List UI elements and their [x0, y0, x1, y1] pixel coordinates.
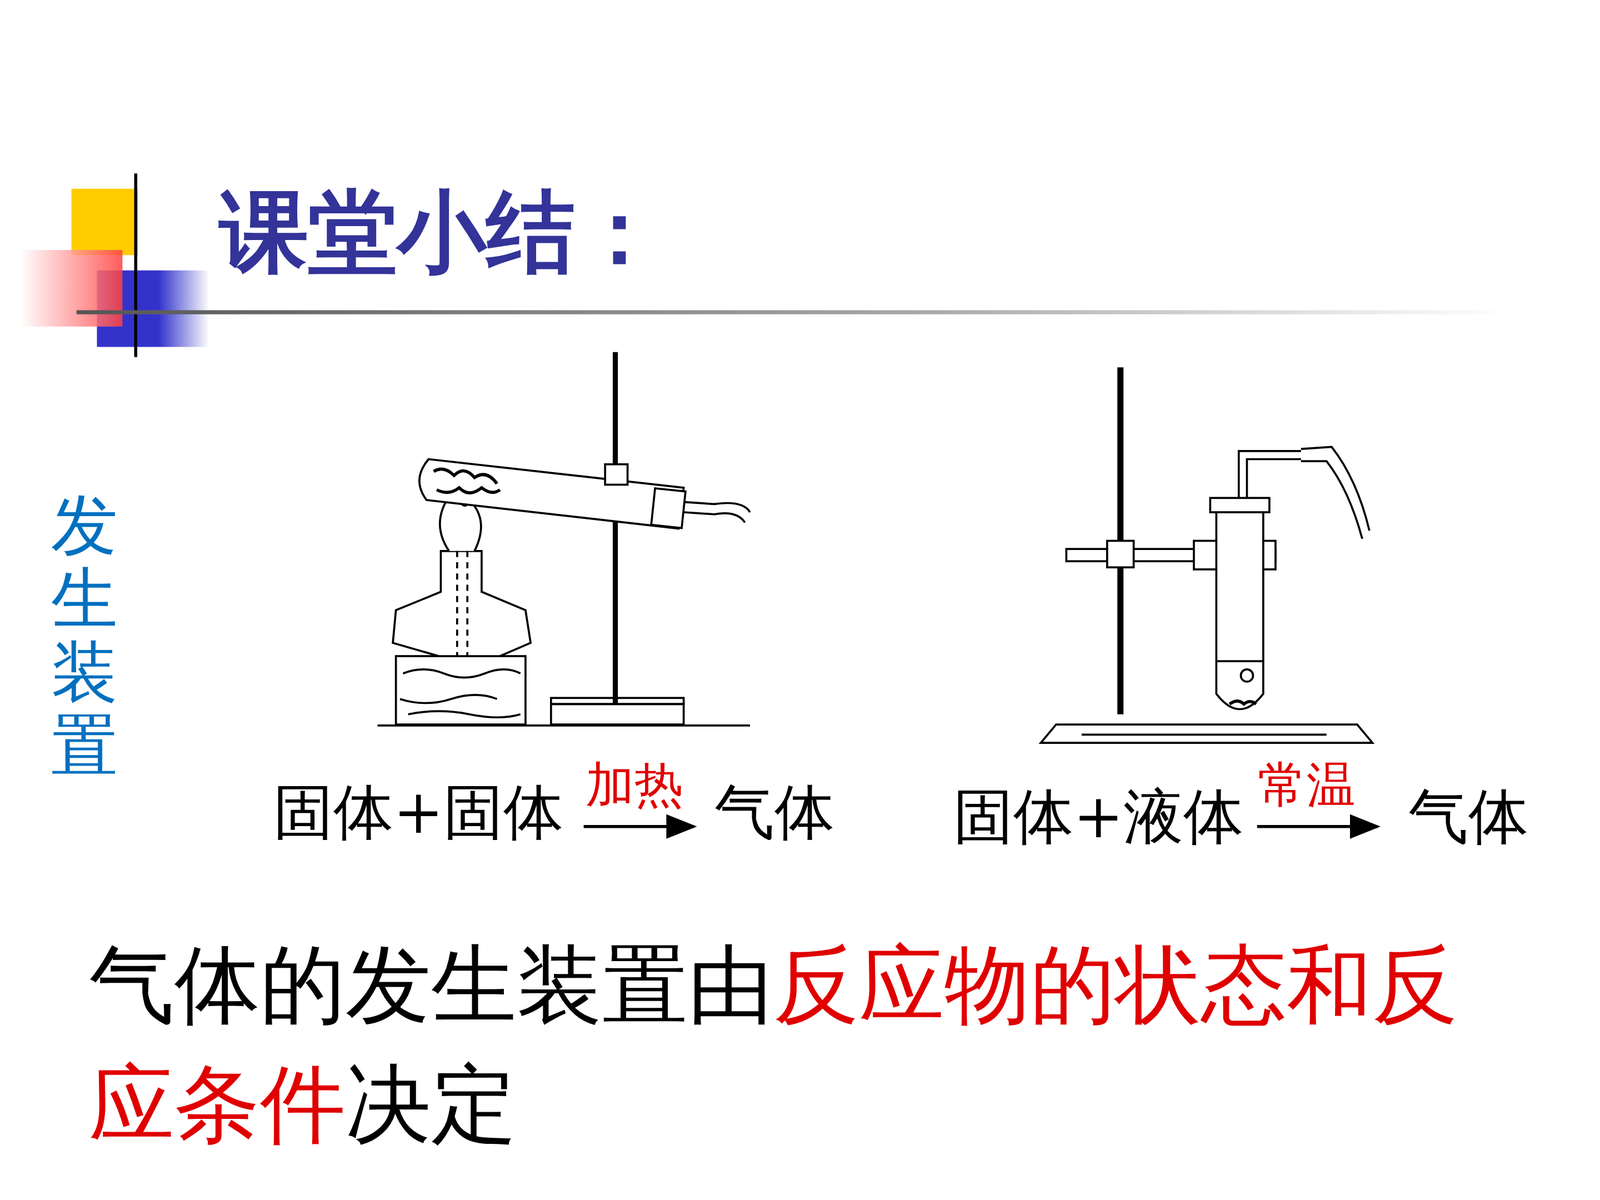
decor — [20, 173, 1511, 358]
conclusion-part: 决定 — [345, 1054, 517, 1154]
vertical-heading: 发生装置 — [51, 488, 118, 783]
conclusion-text: 气体的发生装置由反应物的状态和反应条件决定 — [88, 925, 1512, 1164]
test-tube-apparatus — [1040, 367, 1373, 743]
heating-apparatus — [377, 352, 750, 726]
product-text: 气体 — [1408, 782, 1529, 852]
slide-title: 课堂小结： — [219, 180, 664, 283]
condition-text: 常温 — [1257, 756, 1356, 813]
conclusion-part: 气体的发生装置由 — [88, 935, 774, 1035]
reactant-text: 固体+固体 — [273, 777, 564, 847]
reactant-text: 固体+液体 — [953, 782, 1244, 852]
product-text: 气体 — [714, 777, 835, 847]
condition-text: 加热 — [585, 756, 684, 813]
